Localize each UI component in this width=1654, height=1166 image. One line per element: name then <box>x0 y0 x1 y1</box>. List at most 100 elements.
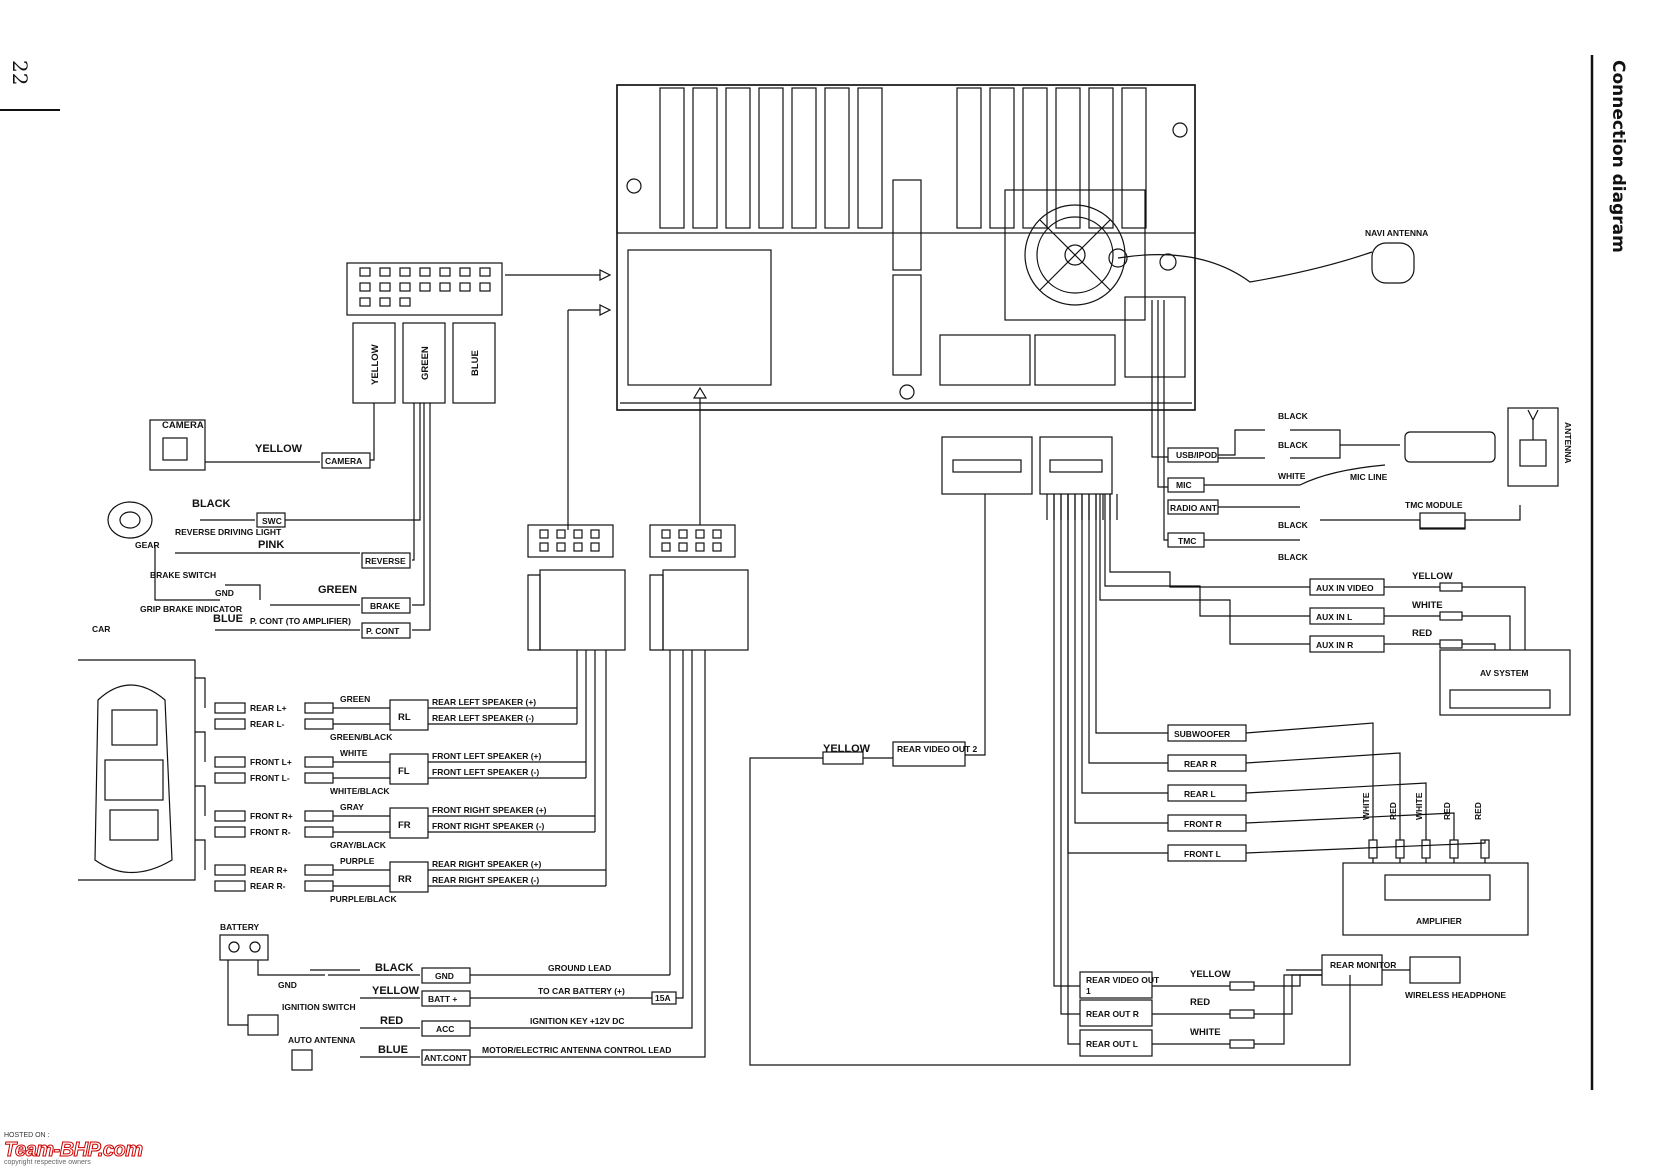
power-wire-label: BLACK <box>375 962 414 974</box>
speaker-minus-label: FRONT R- <box>250 827 291 837</box>
car-label: CAR <box>92 624 110 634</box>
speaker-plug <box>214 702 246 714</box>
speaker-channel: FR <box>398 820 411 831</box>
speaker-lead <box>195 677 206 708</box>
rear-out-terminal: REAR VIDEO OUT <box>1086 975 1160 985</box>
watermark-brand: Team-BHP.com <box>4 1139 144 1162</box>
rear-out-wire <box>1067 494 1080 1045</box>
speaker-desc-minus: REAR LEFT SPEAKER (-) <box>432 713 534 723</box>
amp-wire-label: RED <box>1442 802 1452 820</box>
speaker-plug <box>304 826 334 838</box>
rca-plug <box>1229 1009 1255 1019</box>
pcont-terminal: P. CONT <box>366 626 400 636</box>
rear-out-terminal: REAR OUT R <box>1086 1009 1139 1019</box>
harness-arrow <box>692 386 708 525</box>
connector-pin <box>712 529 722 539</box>
rear-out-wire <box>1254 974 1322 1045</box>
harness-wire-yellow: YELLOW <box>370 344 381 385</box>
brake-indicator-label: GRIP BRAKE INDICATOR <box>140 604 242 614</box>
rear-out-wire <box>1254 974 1322 987</box>
right-io <box>1151 300 1559 548</box>
speaker-plug <box>304 880 334 892</box>
heatsink-fin <box>956 87 982 229</box>
usb-wire1: BLACK <box>1278 411 1309 421</box>
speaker-wire-plus: GRAY <box>340 802 364 812</box>
connector-pin <box>590 542 600 552</box>
iso-connector: YELLOW GREEN BLUE <box>346 262 612 530</box>
aux-terminal: AUX IN L <box>1316 612 1352 622</box>
speaker-connector <box>527 524 626 651</box>
connector-pin <box>590 529 600 539</box>
speaker-plug <box>214 880 246 892</box>
heatsink-fin <box>692 87 718 229</box>
harness-wire-green: GREEN <box>420 346 431 380</box>
rear-out-wire <box>1053 494 1080 987</box>
connector-pin <box>556 542 566 552</box>
speaker-plus-label: REAR R+ <box>250 865 288 875</box>
power-terminal: ACC <box>436 1024 454 1034</box>
speaker-channel-box <box>389 753 429 785</box>
speaker-desc-plus: FRONT RIGHT SPEAKER (+) <box>432 805 547 815</box>
speaker-plug <box>304 810 334 822</box>
connector-pin <box>678 542 688 552</box>
power-wire-label: RED <box>380 1015 403 1027</box>
rca-plug <box>1395 839 1405 859</box>
power-gnd-label: GND <box>278 980 297 990</box>
power-desc: GROUND LEAD <box>548 963 611 973</box>
iso-pin <box>359 282 371 292</box>
speaker-plug <box>214 826 246 838</box>
rca-plug <box>1449 839 1459 859</box>
speaker-plug <box>304 718 334 730</box>
watermark: HOSTED ON : Team-BHP.com copyright respe… <box>4 1132 144 1166</box>
aux-wire <box>1099 494 1310 645</box>
heatsink-fin <box>989 87 1015 229</box>
aux-wire-label: RED <box>1412 628 1432 639</box>
heatsink-fin <box>659 87 685 229</box>
usb-wire2: BLACK <box>1278 440 1309 450</box>
connector-pin <box>678 529 688 539</box>
amp-wire <box>1245 840 1486 854</box>
aux-wire <box>1109 494 1310 588</box>
camera-wire-label: YELLOW <box>255 443 303 455</box>
battery-label: BATTERY <box>220 922 260 932</box>
radio-wire: BLACK <box>1278 520 1309 530</box>
connector-pin <box>695 529 705 539</box>
rv2-terminal: REAR VIDEO OUT 2 <box>897 744 978 754</box>
connector-pin <box>539 529 549 539</box>
swc-terminal: SWC <box>262 516 282 526</box>
power-terminal: ANT.CONT <box>424 1053 468 1063</box>
speaker-channel: FL <box>398 766 410 777</box>
speaker-channel: RR <box>398 874 412 885</box>
power-desc: MOTOR/ELECTRIC ANTENNA CONTROL LEAD <box>482 1045 671 1055</box>
connector-pin <box>573 529 583 539</box>
power-terminal: BATT + <box>428 994 457 1004</box>
rear-monitor-label: REAR MONITOR <box>1330 960 1396 970</box>
mic-line-label: MIC LINE <box>1350 472 1388 482</box>
brake-switch-label: BRAKE SWITCH <box>150 570 216 580</box>
power-wire-label: BLUE <box>378 1044 408 1056</box>
speaker-desc-minus: REAR RIGHT SPEAKER (-) <box>432 875 539 885</box>
iso-pin <box>359 297 371 307</box>
connector-pin <box>539 542 549 552</box>
speaker-wire-minus: PURPLE/BLACK <box>330 894 397 904</box>
preout-terminal: REAR R <box>1184 759 1217 769</box>
speaker-plug <box>304 864 334 876</box>
pcont-wire-label: BLUE <box>213 613 243 625</box>
preout-terminal: SUBWOOFER <box>1174 729 1230 739</box>
car-icon <box>78 659 196 881</box>
amplifier-label: AMPLIFIER <box>1416 916 1462 926</box>
av-system-box <box>1439 649 1571 716</box>
preout-wire <box>1095 494 1168 734</box>
iso-pin <box>419 282 431 292</box>
rear-out-box <box>1079 999 1153 1027</box>
speaker-desc-plus: REAR LEFT SPEAKER (+) <box>432 697 536 707</box>
amp-wire-label: WHITE <box>1414 792 1424 820</box>
heatsink-fin <box>725 87 751 229</box>
preout-terminal: FRONT R <box>1184 819 1222 829</box>
rear-out-terminal-line2: 1 <box>1086 986 1091 996</box>
heatsink-fin <box>758 87 784 229</box>
heatsink-fin <box>1022 87 1048 229</box>
rear-video-out-2 <box>749 436 1351 1066</box>
gear-label: GEAR <box>135 540 160 550</box>
